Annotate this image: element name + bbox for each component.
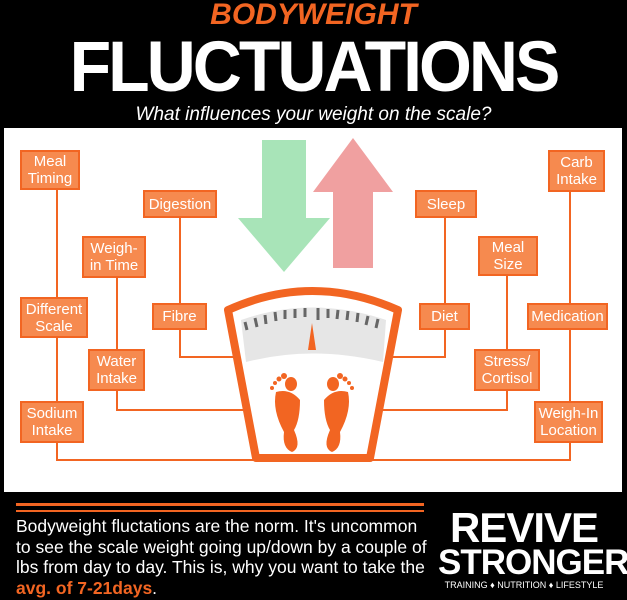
page-title: FLUCTUATIONS [69, 27, 561, 107]
footer-text: Bodyweight fluctations are the norm. It'… [16, 516, 436, 598]
factor-water-intake: Water Intake [88, 349, 145, 391]
footer-end: . [152, 577, 158, 598]
subtitle: What influences your weight on the scale… [135, 104, 492, 125]
factor-carb-intake: Carb Intake [548, 150, 605, 192]
divider [16, 510, 424, 512]
logo-tagline: TRAINING ♦ NUTRITION ♦ LIFESTYLE [444, 580, 604, 590]
factor-digestion: Digestion [143, 190, 217, 218]
factor-fibre: Fibre [152, 303, 207, 330]
factor-sodium-intake: Sodium Intake [20, 401, 84, 443]
factor-meal-timing: Meal Timing [20, 150, 80, 190]
divider [16, 503, 424, 506]
factor-different-scale: Different Scale [20, 297, 88, 338]
kicker-title: BODYWEIGHT [210, 0, 417, 31]
footer-highlight: avg. of 7-21days [16, 577, 153, 598]
footer-body: Bodyweight fluctations are the norm. It'… [16, 516, 427, 577]
factor-meal-size: Meal Size [478, 236, 538, 276]
factor-weigh-in-location: Weigh-In Location [534, 401, 603, 443]
down-arrow-icon [238, 140, 330, 272]
logo-revive: REVIVE [449, 504, 599, 551]
scale-icon [224, 287, 402, 462]
logo-stronger: STRONGER [438, 543, 627, 582]
factor-sleep: Sleep [415, 190, 477, 218]
factor-weigh-in-time: Weigh-in Time [82, 236, 146, 278]
factor-stress-cortisol: Stress/ Cortisol [474, 349, 540, 391]
up-arrow-icon [313, 138, 393, 268]
factor-diet: Diet [419, 303, 470, 330]
factor-medication: Medication [527, 303, 608, 330]
